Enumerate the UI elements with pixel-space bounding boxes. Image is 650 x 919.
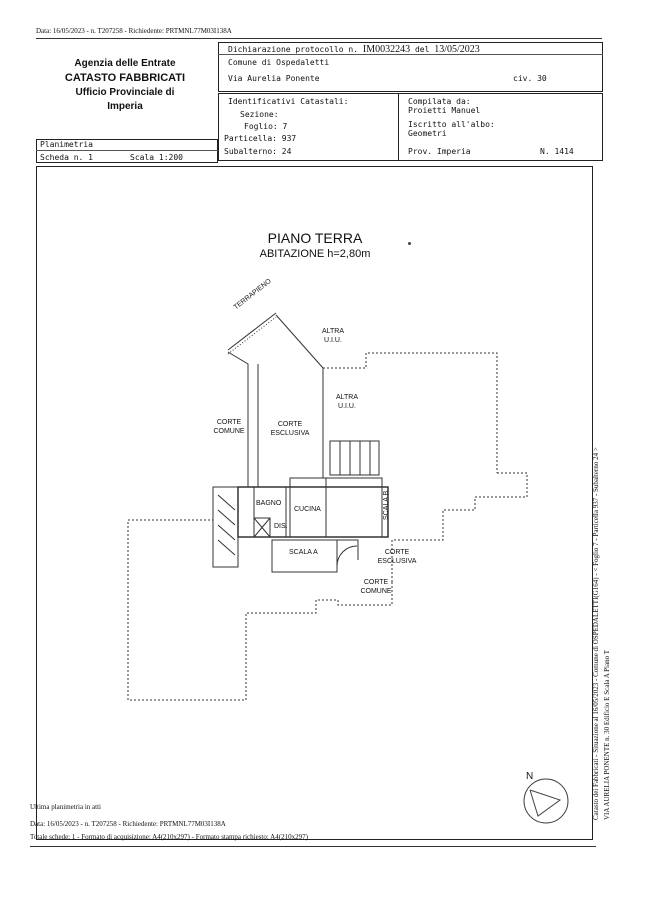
planimetria-label: Planimetria bbox=[40, 140, 93, 149]
sezione-label: Sezione: bbox=[240, 110, 279, 119]
corte-comune-2: CORTE COMUNE bbox=[354, 578, 398, 596]
stair-b bbox=[329, 440, 380, 476]
scala-a-label: SCALA A bbox=[289, 549, 318, 556]
ufficio-label: Ufficio Provinciale di bbox=[75, 87, 175, 98]
scala-a-area bbox=[271, 539, 338, 573]
header-rule-1 bbox=[218, 54, 603, 55]
protocollo-date: 13/05/2023 bbox=[434, 44, 480, 55]
door-swing bbox=[337, 539, 359, 560]
corte-esclusiva-2-line1: CORTE bbox=[384, 549, 410, 556]
header-divider bbox=[398, 93, 399, 161]
subalterno-label: Subalterno: 24 bbox=[224, 147, 292, 156]
corte-comune-1-line1: CORTE bbox=[216, 419, 242, 426]
top-rule bbox=[36, 38, 602, 39]
compilata-label: Compilata da: bbox=[408, 97, 471, 106]
compilata-name: Proietti Manuel bbox=[408, 106, 481, 115]
albo-number: N. 1414 bbox=[540, 147, 574, 156]
altra-uiu-1-line1: ALTRA bbox=[321, 328, 345, 335]
side-text-2: VIA AURELIA PONENTE n. 30 Edificio E Sca… bbox=[603, 650, 611, 820]
dis-label: DIS. bbox=[274, 523, 288, 530]
ultima-planimetria: Ultima planimetria in atti bbox=[30, 803, 101, 811]
cucina-label: CUCINA bbox=[294, 506, 321, 513]
plan-title: PIANO TERRA bbox=[267, 230, 363, 246]
foglio-label: Foglio: 7 bbox=[244, 122, 288, 131]
iscritto-label: Iscritto all'albo: bbox=[408, 120, 495, 129]
north-label: N bbox=[526, 771, 534, 782]
corte-esclusiva-1: CORTE ESCLUSIVA bbox=[265, 420, 315, 438]
corte-esclusiva-1-line2: ESCLUSIVA bbox=[270, 430, 310, 437]
corte-esclusiva-1-line1: CORTE bbox=[277, 421, 303, 428]
particella-label: Particella: 937 bbox=[224, 134, 297, 143]
property-line-east bbox=[391, 472, 528, 582]
scala-b-label: SCALA B bbox=[383, 490, 390, 520]
civico-label: civ. 30 bbox=[513, 74, 547, 83]
catasto-title: CATASTO FABBRICATI bbox=[64, 72, 186, 84]
bottom-rule bbox=[30, 846, 596, 847]
terrapieno-hatch bbox=[227, 316, 277, 355]
dis-box bbox=[253, 517, 271, 538]
del-label: del bbox=[414, 45, 430, 54]
corte-comune-1-line2: COMUNE bbox=[213, 428, 245, 435]
scala-b-walls bbox=[325, 477, 383, 538]
north-boundary bbox=[275, 314, 324, 369]
corte-comune-2-line2: COMUNE bbox=[360, 588, 392, 595]
corte-esclusiva-2-line2: ESCLUSIVA bbox=[377, 558, 417, 565]
header-bottom-box bbox=[218, 93, 603, 161]
altra-uiu-2: ALTRA U.I.U. bbox=[332, 393, 362, 411]
protocollo-number: IM0032243 bbox=[362, 44, 411, 55]
agency-block: Agenzia delle Entrate CATASTO FABBRICATI… bbox=[40, 58, 210, 112]
ufficio-city: Imperia bbox=[107, 101, 143, 112]
scala-label: Scala 1:200 bbox=[130, 153, 183, 162]
comune-label: Comune di Ospedaletti bbox=[228, 58, 330, 67]
altra-uiu-1-line2: U.I.U. bbox=[324, 337, 342, 344]
agency-name: Agenzia delle Entrate bbox=[74, 58, 176, 69]
corte-comune-2-line1: CORTE bbox=[363, 579, 389, 586]
bagno-label: BAGNO bbox=[256, 500, 282, 507]
altra-uiu-2-line1: ALTRA bbox=[335, 394, 359, 401]
west-boundary bbox=[227, 351, 249, 375]
corte-esclusiva-2: CORTE ESCLUSIVA bbox=[372, 548, 422, 566]
iscritto-value: Geometri bbox=[408, 129, 447, 138]
provincia-label: Prov. Imperia bbox=[408, 147, 471, 156]
header-top-box bbox=[218, 42, 603, 92]
via-label: Via Aurelia Ponente bbox=[228, 74, 320, 83]
north-arrow bbox=[523, 778, 569, 824]
altra-uiu-1: ALTRA U.I.U. bbox=[318, 327, 348, 345]
plan-subtitle: ABITAZIONE h=2,80m bbox=[259, 248, 371, 260]
footer-data-line: Data: 16/05/2023 - n. T207258 - Richiede… bbox=[30, 820, 226, 828]
altra-uiu-2-line2: U.I.U. bbox=[338, 403, 356, 410]
scheda-box bbox=[36, 139, 218, 163]
dichiarazione-label: Dichiarazione protocollo n. IM0032243 de… bbox=[228, 44, 480, 55]
request-line: Data: 16/05/2023 - n. T207258 - Richiede… bbox=[36, 27, 232, 35]
dot-mark bbox=[408, 242, 411, 245]
corte-comune-1: CORTE COMUNE bbox=[209, 418, 249, 436]
dichiarazione-text: Dichiarazione protocollo n. bbox=[228, 45, 359, 54]
drawing-frame bbox=[36, 166, 593, 840]
footer-totale-line: Totale schede: 1 - Formato di acquisizio… bbox=[30, 833, 308, 841]
scheda-number: Scheda n. 1 bbox=[40, 153, 93, 162]
altra-uiu-dashed bbox=[323, 352, 498, 473]
side-text-1: Catasto dei Fabbricati - Situazione al 1… bbox=[592, 447, 600, 820]
terrapieno-edge bbox=[227, 312, 277, 351]
ident-label: Identificativi Catastali: bbox=[228, 97, 349, 106]
scheda-rule bbox=[36, 150, 218, 151]
property-line-west bbox=[127, 519, 393, 701]
